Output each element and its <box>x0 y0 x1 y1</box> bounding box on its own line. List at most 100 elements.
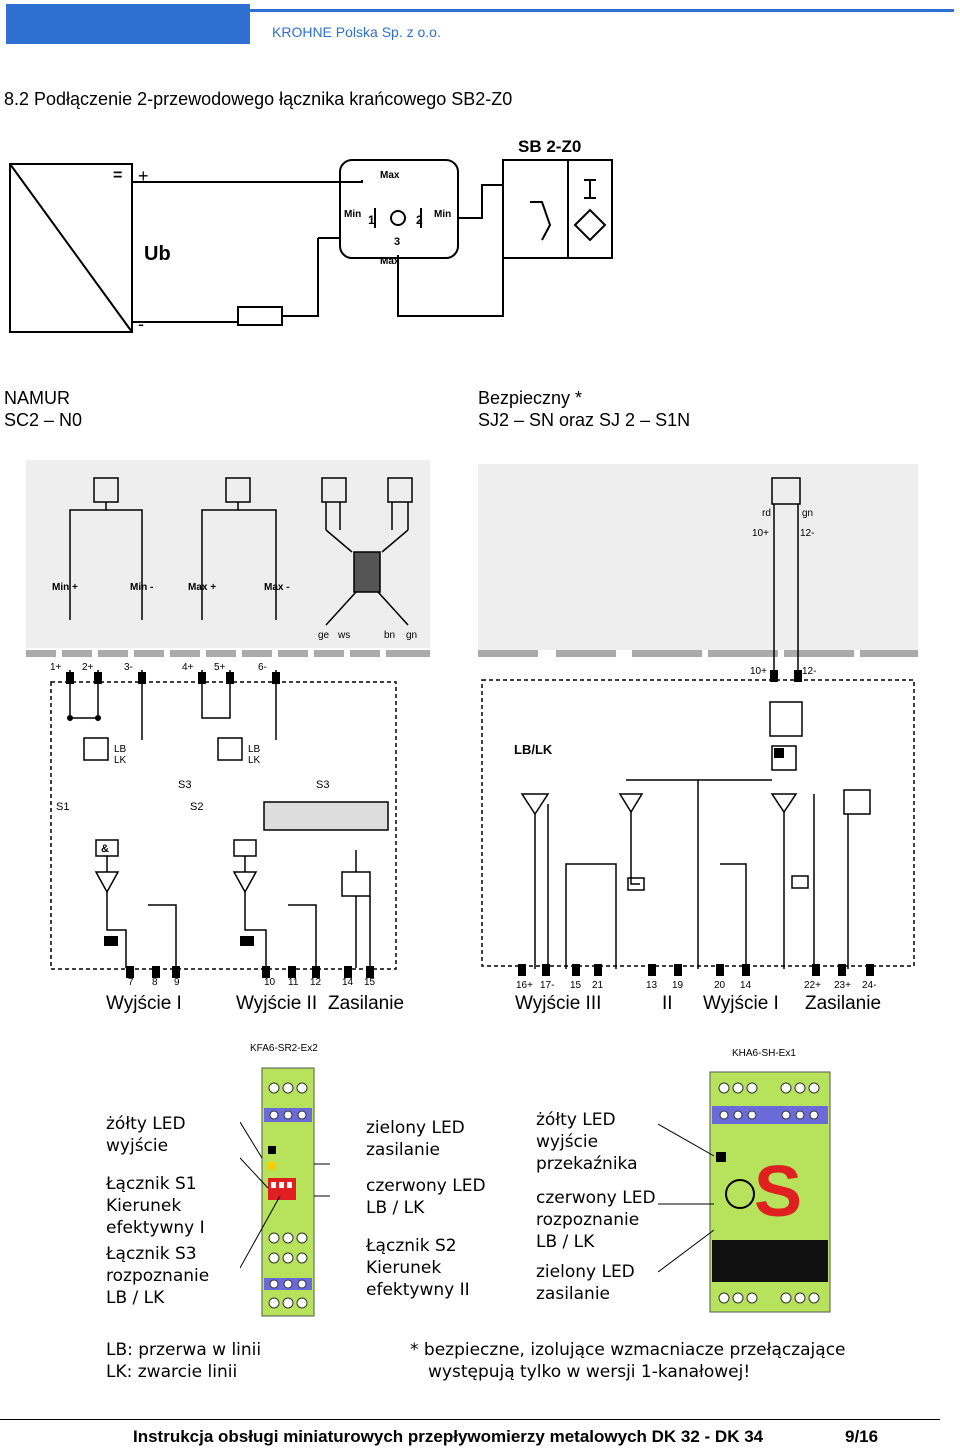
term-12minus-top: 12- <box>800 528 814 539</box>
min-right-label: Min <box>434 209 451 220</box>
namur-wiring-diagram: Min + Min - Max + Max - ge ws bn gn 1+ 2… <box>26 460 456 990</box>
wire-bn: bn <box>384 630 395 641</box>
module-left-picture: KFA6-SR2-Ex2 <box>239 1038 330 1320</box>
supply-right: Zasilanie <box>805 993 882 1014</box>
wire-ws: ws <box>337 630 350 641</box>
output-3-right: Wyjście III <box>515 993 602 1014</box>
mr-l1: żółty LED <box>536 1110 616 1130</box>
terminal-1: 1 <box>368 213 375 227</box>
switch-s3-a: S3 <box>178 779 191 791</box>
ml-l3: Łącznik S1 <box>106 1174 197 1194</box>
mr-l8: zasilanie <box>536 1284 611 1304</box>
bterm-14: 14 <box>342 977 354 988</box>
bterm-8: 8 <box>152 977 158 988</box>
safe-wiring-diagram: rd gn 10+ 12- 10+ 12- LB/LK 16+ 17- 15 2… <box>476 464 920 991</box>
bterm-15: 15 <box>364 977 376 988</box>
ml-r7: efektywny II <box>366 1280 470 1300</box>
max-bottom-label: Max <box>380 256 400 267</box>
output-1-left: Wyjście I <box>106 993 182 1014</box>
eq-sign: = <box>113 167 122 184</box>
relay2-lk: LK <box>248 755 261 766</box>
footer-text: Instrukcja obsługi miniaturowych przepły… <box>133 1427 764 1446</box>
bterm-10: 10 <box>264 977 276 988</box>
supply-left: Zasilanie <box>328 993 405 1014</box>
output-2-left: Wyjście II <box>236 993 318 1014</box>
ml-r5: Łącznik S2 <box>366 1236 457 1256</box>
rterm-23: 23+ <box>834 980 851 990</box>
rterm-22: 22+ <box>804 980 821 990</box>
namur-code: SC2 – N0 <box>4 410 83 430</box>
terminal-3: 3 <box>394 236 400 248</box>
safe-code: SJ2 – SN oraz SJ 2 – S1N <box>478 410 691 430</box>
minus-sign: - <box>138 314 144 334</box>
rterm-13: 13 <box>646 980 658 990</box>
mr-l6: LB / LK <box>536 1232 595 1252</box>
ml-l6: Łącznik S3 <box>106 1244 197 1264</box>
relay1-lk: LK <box>114 755 127 766</box>
bterm-12: 12 <box>310 977 322 988</box>
rterm-15: 15 <box>570 980 582 990</box>
top-wiring-diagram: = + - Ub Max Max Min Min 1 2 3 SB 2-Z0 <box>0 130 640 350</box>
ml-r6: Kierunek <box>366 1258 442 1278</box>
term-12minus: 12- <box>802 666 816 677</box>
label-min-minus: Min - <box>130 582 153 593</box>
namur-title: NAMUR <box>4 388 70 408</box>
ml-l7: rozpoznanie <box>106 1266 210 1286</box>
terminal-2: 2 <box>416 213 423 227</box>
rterm-14: 14 <box>740 980 752 990</box>
company-name: KROHNE Polska Sp. z o.o. <box>272 24 441 40</box>
module-left-name: KFA6-SR2-Ex2 <box>250 1043 318 1054</box>
footer-rule <box>0 1419 940 1420</box>
ml-l5: efektywny I <box>106 1218 205 1238</box>
safe-s-letter: S <box>754 1152 802 1232</box>
wire-gn: gn <box>406 630 417 641</box>
term-6: 6- <box>258 662 267 673</box>
module-right-name: KHA6-SH-Ex1 <box>732 1048 796 1059</box>
switch-s2: S2 <box>190 801 203 813</box>
term-10plus: 10+ <box>750 666 767 677</box>
plus-sign: + <box>138 166 149 186</box>
switch-s3-b: S3 <box>316 779 329 791</box>
ml-l1: żółty LED <box>106 1114 186 1134</box>
term-4: 4+ <box>182 662 194 673</box>
safe-title: Bezpieczny * <box>478 388 583 408</box>
wire-ge: ge <box>318 630 330 641</box>
module-right-picture: KHA6-SH-Ex1 S <box>657 1044 838 1316</box>
rterm-20: 20 <box>714 980 726 990</box>
note-line-2: występują tylko w wersji 1-kanałowej! <box>428 1362 751 1382</box>
label-min-plus: Min + <box>52 582 78 593</box>
ml-r3: czerwony LED <box>366 1176 486 1196</box>
legend-lb: LB: przerwa w linii <box>106 1340 262 1360</box>
relay1-lb: LB <box>114 744 127 755</box>
term-5: 5+ <box>214 662 226 673</box>
term-10plus-top: 10+ <box>752 528 769 539</box>
rterm-24: 24- <box>862 980 876 990</box>
wire-rd: rd <box>762 508 771 519</box>
header-accent-bar <box>6 4 250 44</box>
label-max-minus: Max - <box>264 582 290 593</box>
supply-label: Ub <box>144 243 171 265</box>
mr-l3: przekaźnika <box>536 1154 638 1174</box>
bterm-7: 7 <box>128 977 134 988</box>
device-label: SB 2-Z0 <box>518 137 581 156</box>
section-title: 8.2 Podłączenie 2-przewodowego łącznika … <box>4 89 513 109</box>
page-number: 9/16 <box>845 1427 879 1446</box>
term-1: 1+ <box>50 662 62 673</box>
term-3: 3- <box>124 662 133 673</box>
mr-l2: wyjście <box>536 1132 599 1152</box>
max-top-label: Max <box>380 170 400 181</box>
legend-lk: LK: zwarcie linii <box>106 1362 238 1382</box>
min-left-label: Min <box>344 209 361 220</box>
ml-l8: LB / LK <box>106 1288 165 1308</box>
relay2-lb: LB <box>248 744 261 755</box>
mr-l4: czerwony LED <box>536 1188 656 1208</box>
ml-r1: zielony LED <box>366 1118 465 1138</box>
mr-l5: rozpoznanie <box>536 1210 640 1230</box>
rterm-21: 21 <box>592 980 604 990</box>
wire-gn-right: gn <box>802 508 813 519</box>
bterm-9: 9 <box>174 977 180 988</box>
lblk-label: LB/LK <box>514 742 553 757</box>
ml-l2: wyjście <box>106 1136 169 1156</box>
output-1-right: Wyjście I <box>703 993 779 1014</box>
ml-r2: zasilanie <box>366 1140 441 1160</box>
